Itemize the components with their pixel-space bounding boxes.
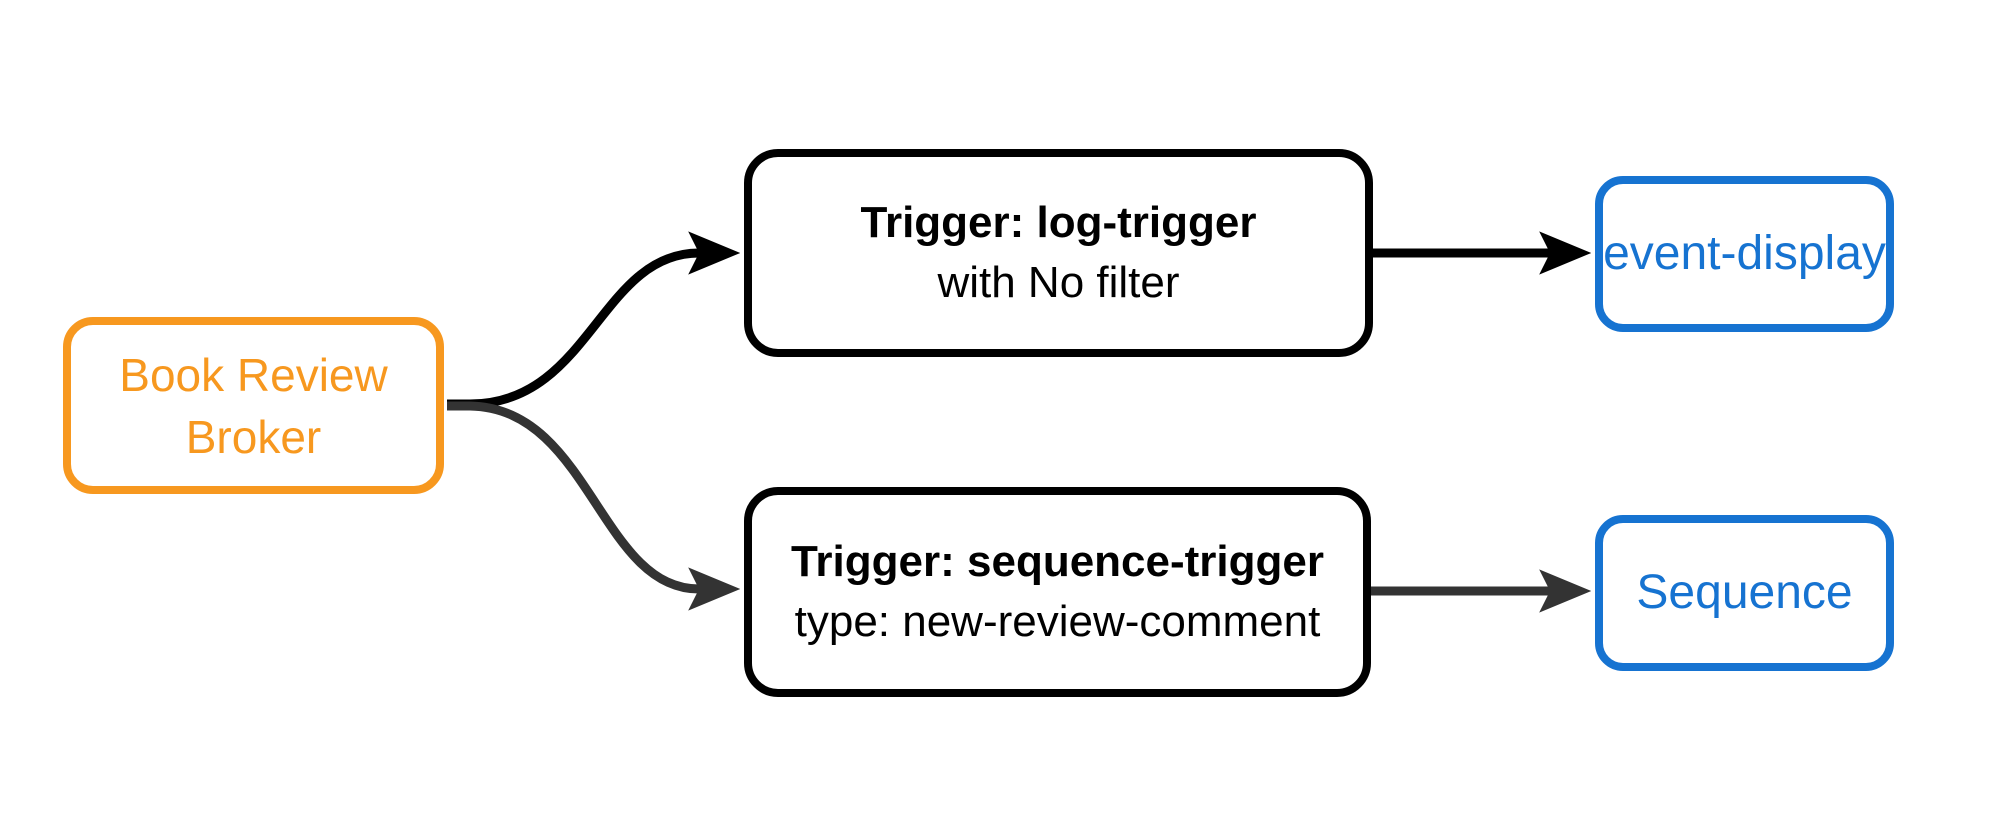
edge-broker-to-log-trigger — [447, 231, 741, 409]
node-event-display-label: event-display — [1603, 227, 1886, 280]
node-sequence-label: Sequence — [1636, 566, 1853, 619]
node-book-review-broker-label: Book Review Broker — [119, 348, 388, 463]
node-log-trigger-subtitle: with No filter — [937, 258, 1180, 307]
node-event-display: event-display — [1595, 176, 1894, 332]
node-sequence: Sequence — [1595, 515, 1894, 671]
node-book-review-broker: Book Review Broker — [63, 317, 444, 494]
node-log-trigger: Trigger: log-trigger with No filter — [744, 149, 1373, 357]
node-sequence-trigger: Trigger: sequence-trigger type: new-revi… — [744, 487, 1371, 697]
node-sequence-trigger-title: Trigger: sequence-trigger — [790, 537, 1324, 586]
edge-broker-to-sequence-trigger — [447, 401, 741, 611]
node-log-trigger-title: Trigger: log-trigger — [860, 198, 1257, 247]
node-sequence-trigger-subtitle: type: new-review-comment — [794, 597, 1321, 646]
